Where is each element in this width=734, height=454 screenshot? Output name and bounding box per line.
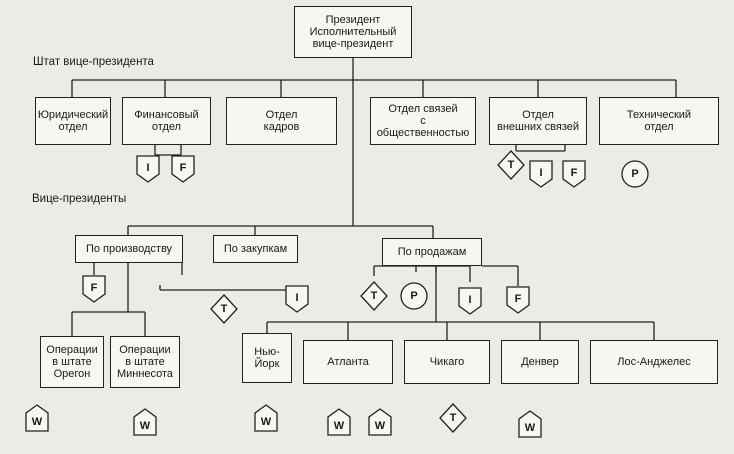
symbol-letter: W xyxy=(333,420,345,432)
symbol-letter: W xyxy=(524,422,536,434)
circle-symbol-shape xyxy=(400,282,428,310)
personnel-dept-box: Отдел кадров xyxy=(226,97,337,145)
symbol-letter: I xyxy=(295,292,299,304)
pentagon-symbol-sales-i: I xyxy=(458,287,482,315)
symbol-letter: P xyxy=(631,168,639,180)
minnesota-operations-box: Операции в штате Миннесота xyxy=(110,336,180,388)
legal-dept-box: Юридический отдел xyxy=(35,97,111,145)
symbol-letter: T xyxy=(507,159,515,171)
symbol-letter: I xyxy=(468,294,472,306)
house-symbol-minn-w: W xyxy=(133,408,157,436)
vice-presidents-label: Вице-президенты xyxy=(32,193,127,205)
house-symbol-atl-w1: W xyxy=(327,408,351,436)
pentagon-symbol-shape xyxy=(82,275,106,303)
diamond-symbol-chi-t: T xyxy=(439,403,467,433)
diamond-symbol-sales-t: T xyxy=(360,281,388,311)
symbol-letter: W xyxy=(260,416,272,428)
diamond-symbol-shape xyxy=(210,294,238,324)
diamond-symbol-ext-t: T xyxy=(497,150,525,180)
circle-symbol-shape xyxy=(621,160,649,188)
symbol-letter: P xyxy=(410,290,418,302)
pentagon-symbol-shape xyxy=(136,155,160,183)
pentagon-symbol-shape xyxy=(562,160,586,188)
pentagon-symbol-prod-f: F xyxy=(82,275,106,303)
sales-vp-box: По продажам xyxy=(382,238,482,266)
pentagon-symbol-fin-i: I xyxy=(136,155,160,183)
symbol-letter: T xyxy=(220,303,228,315)
diamond-symbol-shape xyxy=(439,403,467,433)
symbol-letter: T xyxy=(449,412,457,424)
symbol-letter: I xyxy=(146,162,150,174)
vp-staff-label: Штат вице-президента xyxy=(33,56,154,68)
house-symbol-shape xyxy=(368,408,392,436)
external-relations-dept-box: Отдел внешних связей xyxy=(489,97,587,145)
production-vp-box: По производству xyxy=(75,235,183,263)
pentagon-symbol-purch-i: I xyxy=(285,285,309,313)
symbol-letter: F xyxy=(514,293,522,305)
house-symbol-ny-w: W xyxy=(254,404,278,432)
oregon-operations-box: Операции в штате Орегон xyxy=(40,336,104,388)
diamond-symbol-purch-t: T xyxy=(210,294,238,324)
atlanta-box: Атланта xyxy=(303,340,393,384)
pentagon-symbol-shape xyxy=(171,155,195,183)
house-symbol-den-w: W xyxy=(518,410,542,438)
pentagon-symbol-sales-f: F xyxy=(506,286,530,314)
pr-dept-box: Отдел связей с общественностью xyxy=(370,97,476,145)
house-symbol-oregon-w: W xyxy=(25,404,49,432)
pentagon-symbol-shape xyxy=(506,286,530,314)
symbol-letter: W xyxy=(31,416,43,428)
finance-dept-box: Финансовый отдел xyxy=(122,97,211,145)
house-symbol-shape xyxy=(133,408,157,436)
symbol-letter: F xyxy=(570,167,578,179)
purchasing-vp-box: По закупкам xyxy=(213,235,298,263)
symbol-letter: I xyxy=(539,167,543,179)
symbol-letter: W xyxy=(139,420,151,432)
pentagon-symbol-shape xyxy=(458,287,482,315)
circle-symbol-tech-p: P xyxy=(621,160,649,188)
house-symbol-shape xyxy=(327,408,351,436)
symbol-letter: F xyxy=(179,162,187,174)
pentagon-symbol-fin-f: F xyxy=(171,155,195,183)
pentagon-symbol-ext-f: F xyxy=(562,160,586,188)
technical-dept-box: Технический отдел xyxy=(599,97,719,145)
house-symbol-shape xyxy=(254,404,278,432)
house-symbol-shape xyxy=(518,410,542,438)
pentagon-symbol-ext-i: I xyxy=(529,160,553,188)
symbol-letter: F xyxy=(90,282,98,294)
diamond-symbol-shape xyxy=(360,281,388,311)
chicago-box: Чикаго xyxy=(404,340,490,384)
circle-symbol-sales-p: P xyxy=(400,282,428,310)
symbol-letter: W xyxy=(374,420,386,432)
house-symbol-atl-w2: W xyxy=(368,408,392,436)
new-york-box: Нью- Йорк xyxy=(242,333,292,383)
pentagon-symbol-shape xyxy=(529,160,553,188)
los-angeles-box: Лос-Анджелес xyxy=(590,340,718,384)
pentagon-symbol-shape xyxy=(285,285,309,313)
denver-box: Денвер xyxy=(501,340,579,384)
diamond-symbol-shape xyxy=(497,150,525,180)
president-box: Президент Исполнительный вице-президент xyxy=(294,6,412,58)
symbol-letter: T xyxy=(370,290,378,302)
house-symbol-shape xyxy=(25,404,49,432)
